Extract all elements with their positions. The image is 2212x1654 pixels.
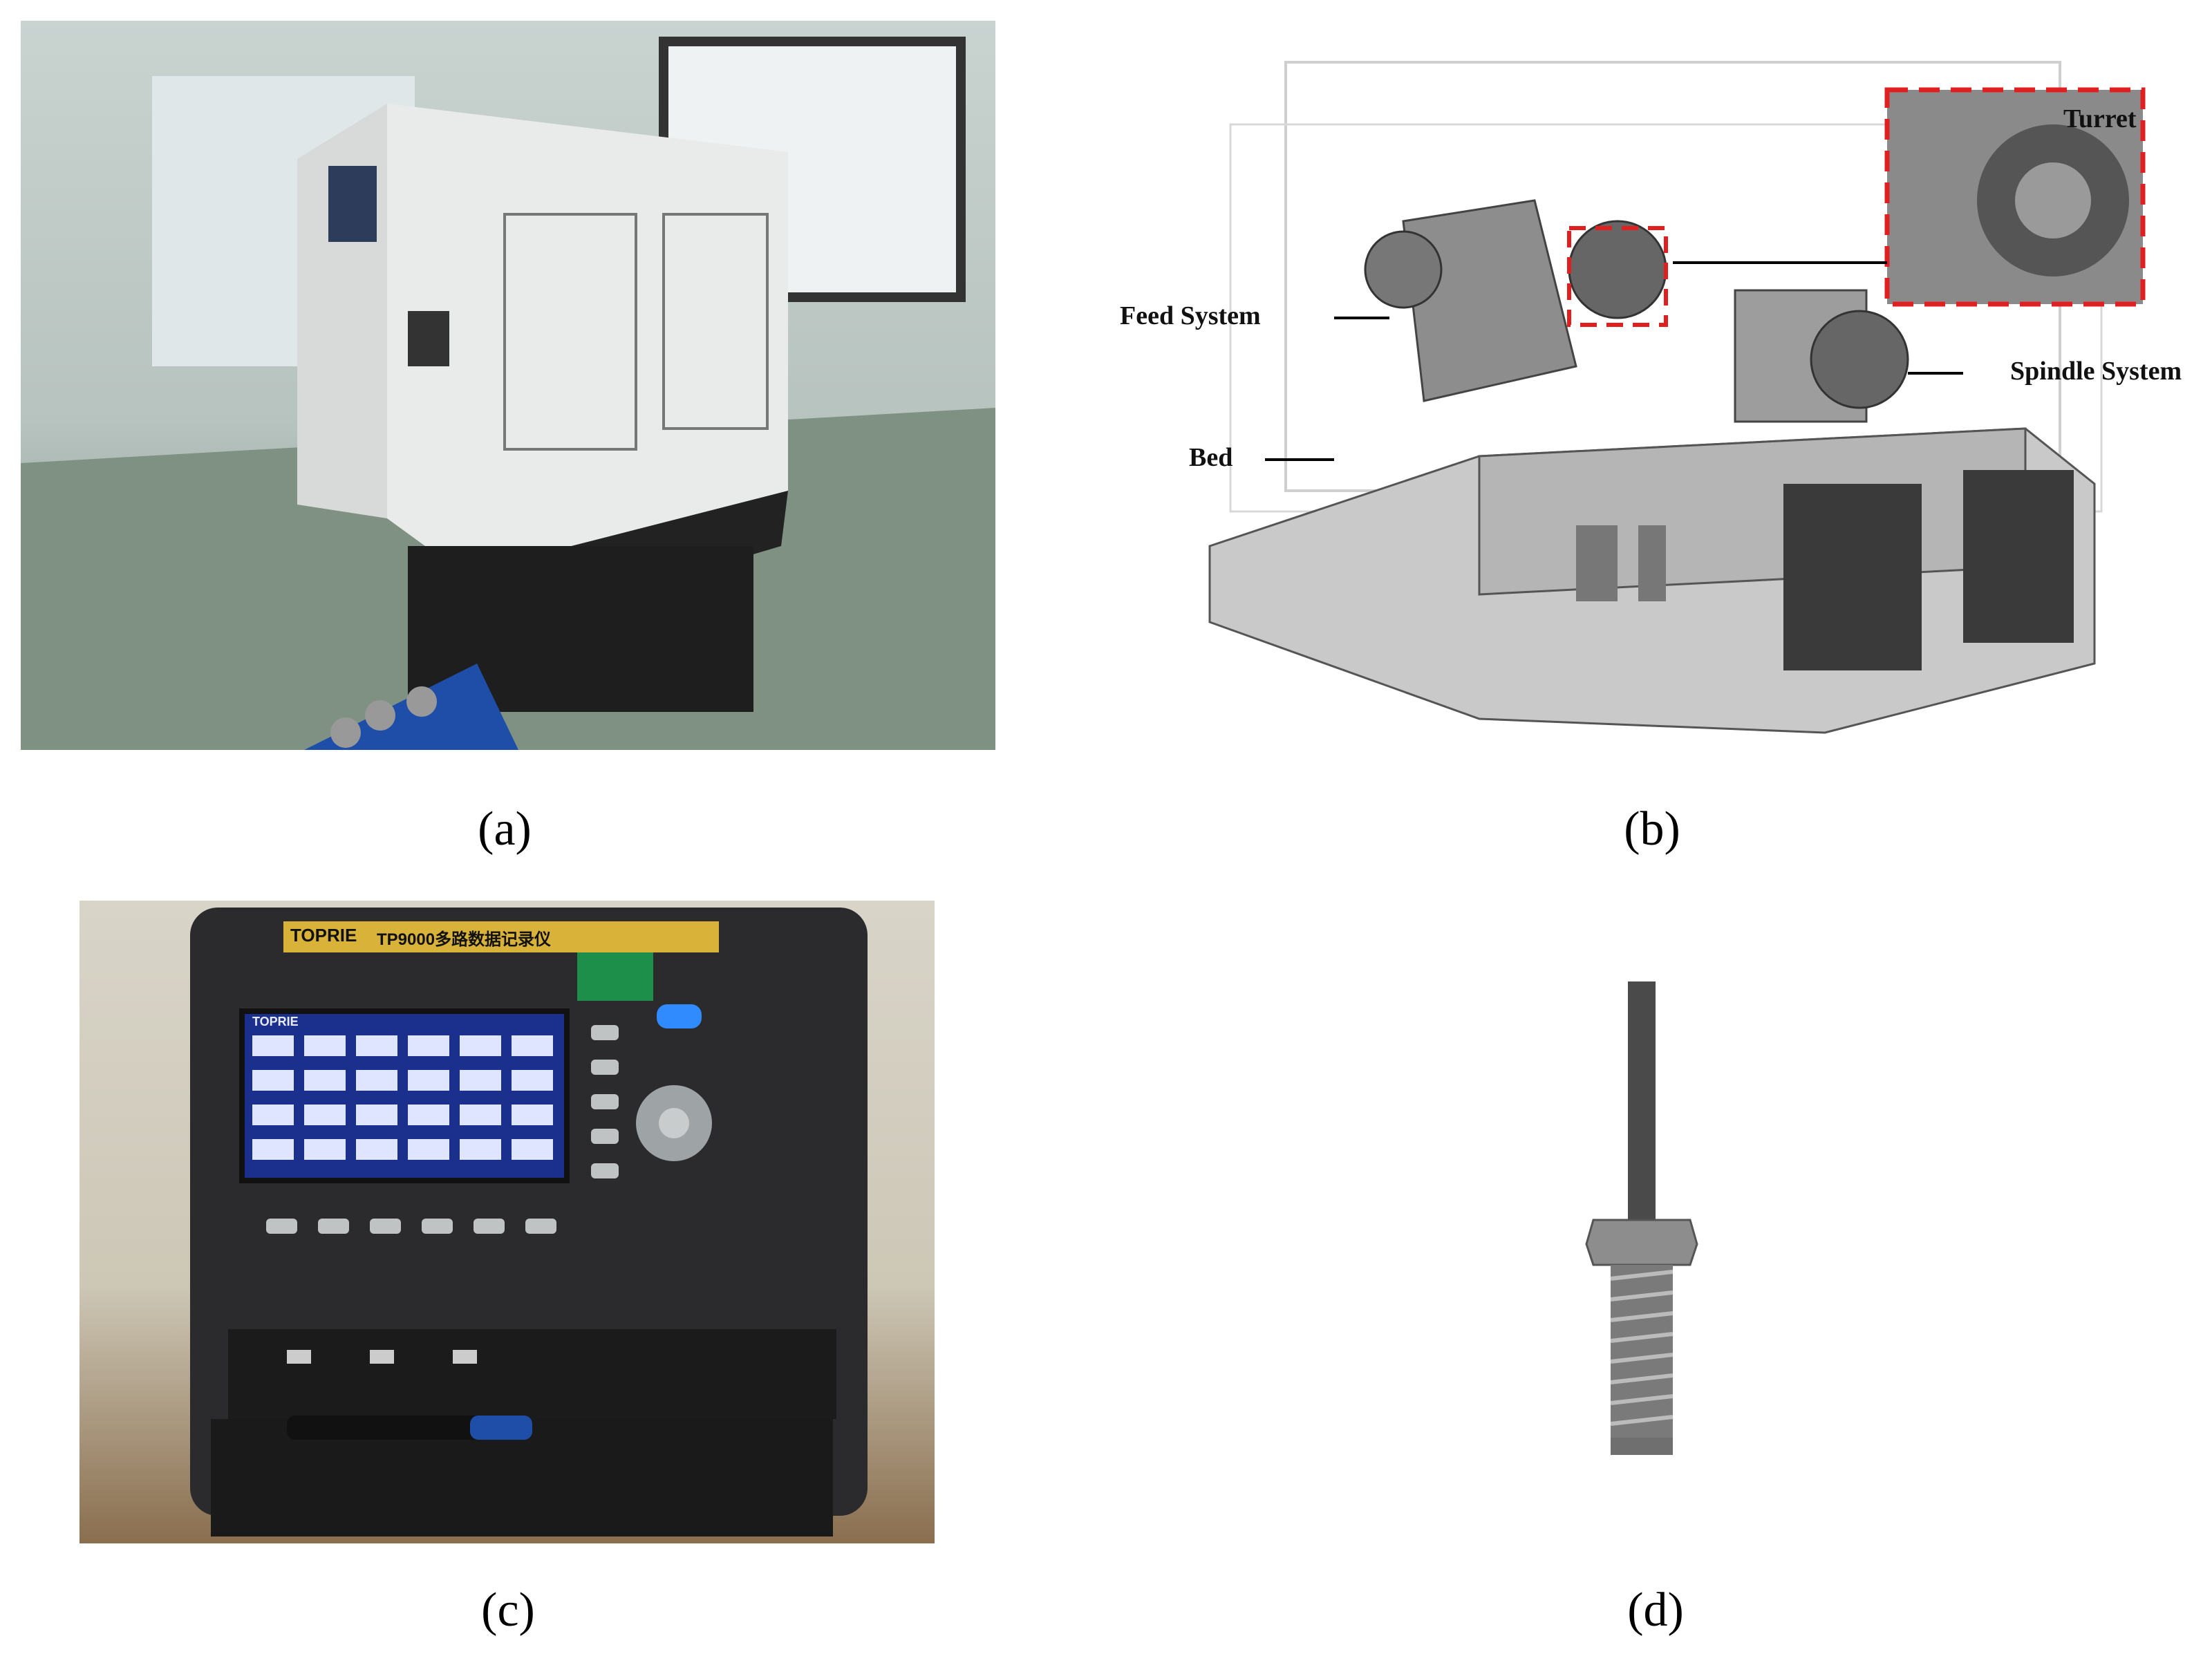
photo-sensor: [1555, 981, 1728, 1472]
caption-d: (d): [1627, 1583, 1684, 1637]
photo-data-recorder: TOPRIE TP9000多路数据记录仪 TOPRIE: [79, 901, 935, 1543]
caption-c: (c): [481, 1583, 535, 1637]
recorder-model: TP9000多路数据记录仪: [377, 930, 552, 949]
label-turret: Turret: [2063, 104, 2137, 133]
label-feed-system: Feed System: [1120, 301, 1261, 330]
recorder-screen-title: TOPRIE: [252, 1015, 299, 1028]
lathe-structure-drawing: [1208, 61, 2146, 734]
threaded-sensor-illustration: [1585, 981, 1698, 1455]
label-bed: Bed: [1189, 443, 1233, 472]
photo-cnc-lathe: [21, 21, 995, 750]
recorder-brand: TOPRIE: [290, 925, 357, 946]
label-spindle-system: Spindle System: [2010, 357, 2182, 386]
caption-b: (b): [1624, 802, 1680, 856]
caption-a: (a): [478, 802, 532, 856]
recorder-illustration: [190, 908, 868, 1536]
cnc-lathe-illustration: [21, 37, 995, 750]
cad-drawing-lathe: Turret Feed System Spindle System Bed: [1092, 41, 2212, 746]
